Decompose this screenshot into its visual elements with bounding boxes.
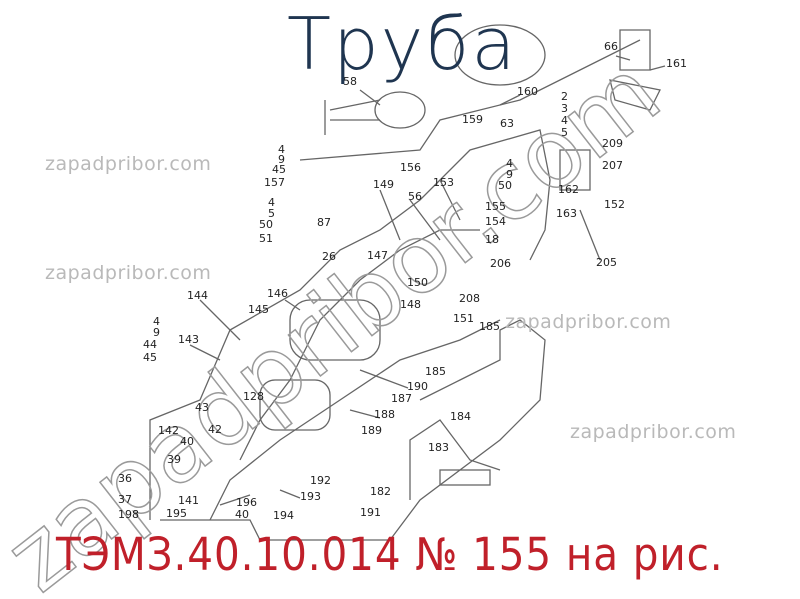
- callout-number: 63: [500, 117, 514, 130]
- callout-number: 43: [195, 401, 209, 414]
- callout-number: 209: [602, 137, 623, 150]
- callout-number: 5: [268, 207, 275, 220]
- callout-number: 37: [118, 493, 132, 506]
- callout-number: 196: [236, 496, 257, 509]
- equipment-block: [289, 299, 381, 361]
- callout-number: 145: [248, 303, 269, 316]
- callout-number: 4: [268, 196, 275, 209]
- callout-number: 183: [428, 441, 449, 454]
- horn: [324, 99, 381, 135]
- callout-number: 4: [561, 114, 568, 127]
- callout-number: 149: [373, 178, 394, 191]
- callout-number: 9: [506, 168, 513, 181]
- callout-number: 5: [561, 126, 568, 139]
- pipe-line: [160, 319, 546, 541]
- callout-number: 58: [343, 75, 357, 88]
- callout-number: 198: [118, 508, 139, 521]
- callout-number: 50: [259, 218, 273, 231]
- callout-number: 191: [360, 506, 381, 519]
- callout-number: 36: [118, 472, 132, 485]
- callout-number: 66: [604, 40, 618, 53]
- watermark: zapadpribor.com: [505, 311, 672, 333]
- callout-number: 51: [259, 232, 273, 245]
- callout-number: 159: [462, 113, 483, 126]
- callout-number: 153: [433, 176, 454, 189]
- callout-number: 160: [517, 85, 538, 98]
- watermark: zapadpribor.com: [570, 421, 737, 443]
- callout-number: 146: [267, 287, 288, 300]
- callout-number: 155: [485, 200, 506, 213]
- callout-number: 161: [666, 57, 687, 70]
- callout-number: 18: [485, 233, 499, 246]
- callout-number: 162: [558, 183, 579, 196]
- callout-number: 2: [561, 90, 568, 103]
- pipe-line: [409, 419, 501, 500]
- callout-number: 207: [602, 159, 623, 172]
- equipment-block: [259, 379, 331, 431]
- callout-number: 195: [166, 507, 187, 520]
- callout-number: 194: [273, 509, 294, 522]
- callout-number: 150: [407, 276, 428, 289]
- callout-number: 189: [361, 424, 382, 437]
- callout-number: 157: [264, 176, 285, 189]
- pipe-line: [149, 129, 551, 520]
- callout-number: 206: [490, 257, 511, 270]
- callout-number: 40: [180, 435, 194, 448]
- pipe-line: [299, 39, 641, 161]
- callout-number: 42: [208, 423, 222, 436]
- callout-number: 208: [459, 292, 480, 305]
- callout-number: 184: [450, 410, 471, 423]
- callout-number: 182: [370, 485, 391, 498]
- horn: [374, 91, 426, 129]
- callout-number: 187: [391, 392, 412, 405]
- callout-number: 40: [235, 508, 249, 521]
- equipment-block: [439, 469, 491, 486]
- callout-number: 205: [596, 256, 617, 269]
- callout-number: 193: [300, 490, 321, 503]
- callout-number: 26: [322, 250, 336, 263]
- callout-number: 192: [310, 474, 331, 487]
- callout-number: 50: [498, 179, 512, 192]
- callout-number: 151: [453, 312, 474, 325]
- callout-number: 143: [178, 333, 199, 346]
- watermark: zapadpribor.com: [45, 153, 212, 175]
- watermark: zapadpribor.com: [45, 262, 212, 284]
- callout-number: 3: [561, 102, 568, 115]
- callout-number: 9: [278, 153, 285, 166]
- page-title: Труба: [287, 2, 518, 86]
- callout-number: 142: [158, 424, 179, 437]
- callout-number: 188: [374, 408, 395, 421]
- callout-number: 45: [143, 351, 157, 364]
- callout-number: 87: [317, 216, 331, 229]
- callout-number: 56: [408, 190, 422, 203]
- callout-number: 44: [143, 338, 157, 351]
- callout-number: 141: [178, 494, 199, 507]
- callout-number: 152: [604, 198, 625, 211]
- callout-number: 4: [506, 157, 513, 170]
- callout-number: 9: [153, 326, 160, 339]
- callout-number: 154: [485, 215, 506, 228]
- callout-number: 190: [407, 380, 428, 393]
- callout-number: 45: [272, 163, 286, 176]
- callout-number: 185: [425, 365, 446, 378]
- callout-number: 185: [479, 320, 500, 333]
- callout-number: 156: [400, 161, 421, 174]
- callout-number: 128: [243, 390, 264, 403]
- tank: [454, 24, 546, 86]
- pipe-line: [209, 319, 501, 521]
- callout-number: 147: [367, 249, 388, 262]
- leader-lines: [189, 55, 666, 506]
- callout-number: 39: [167, 453, 181, 466]
- callout-number: 4: [278, 143, 285, 156]
- callout-number: 4: [153, 315, 160, 328]
- callout-number: 163: [556, 207, 577, 220]
- part-caption: ТЭМЗ.40.10.014 № 155 на рис.: [56, 528, 724, 581]
- equipment-block: [559, 149, 591, 191]
- callout-number: 144: [187, 289, 208, 302]
- callout-number: 148: [400, 298, 421, 311]
